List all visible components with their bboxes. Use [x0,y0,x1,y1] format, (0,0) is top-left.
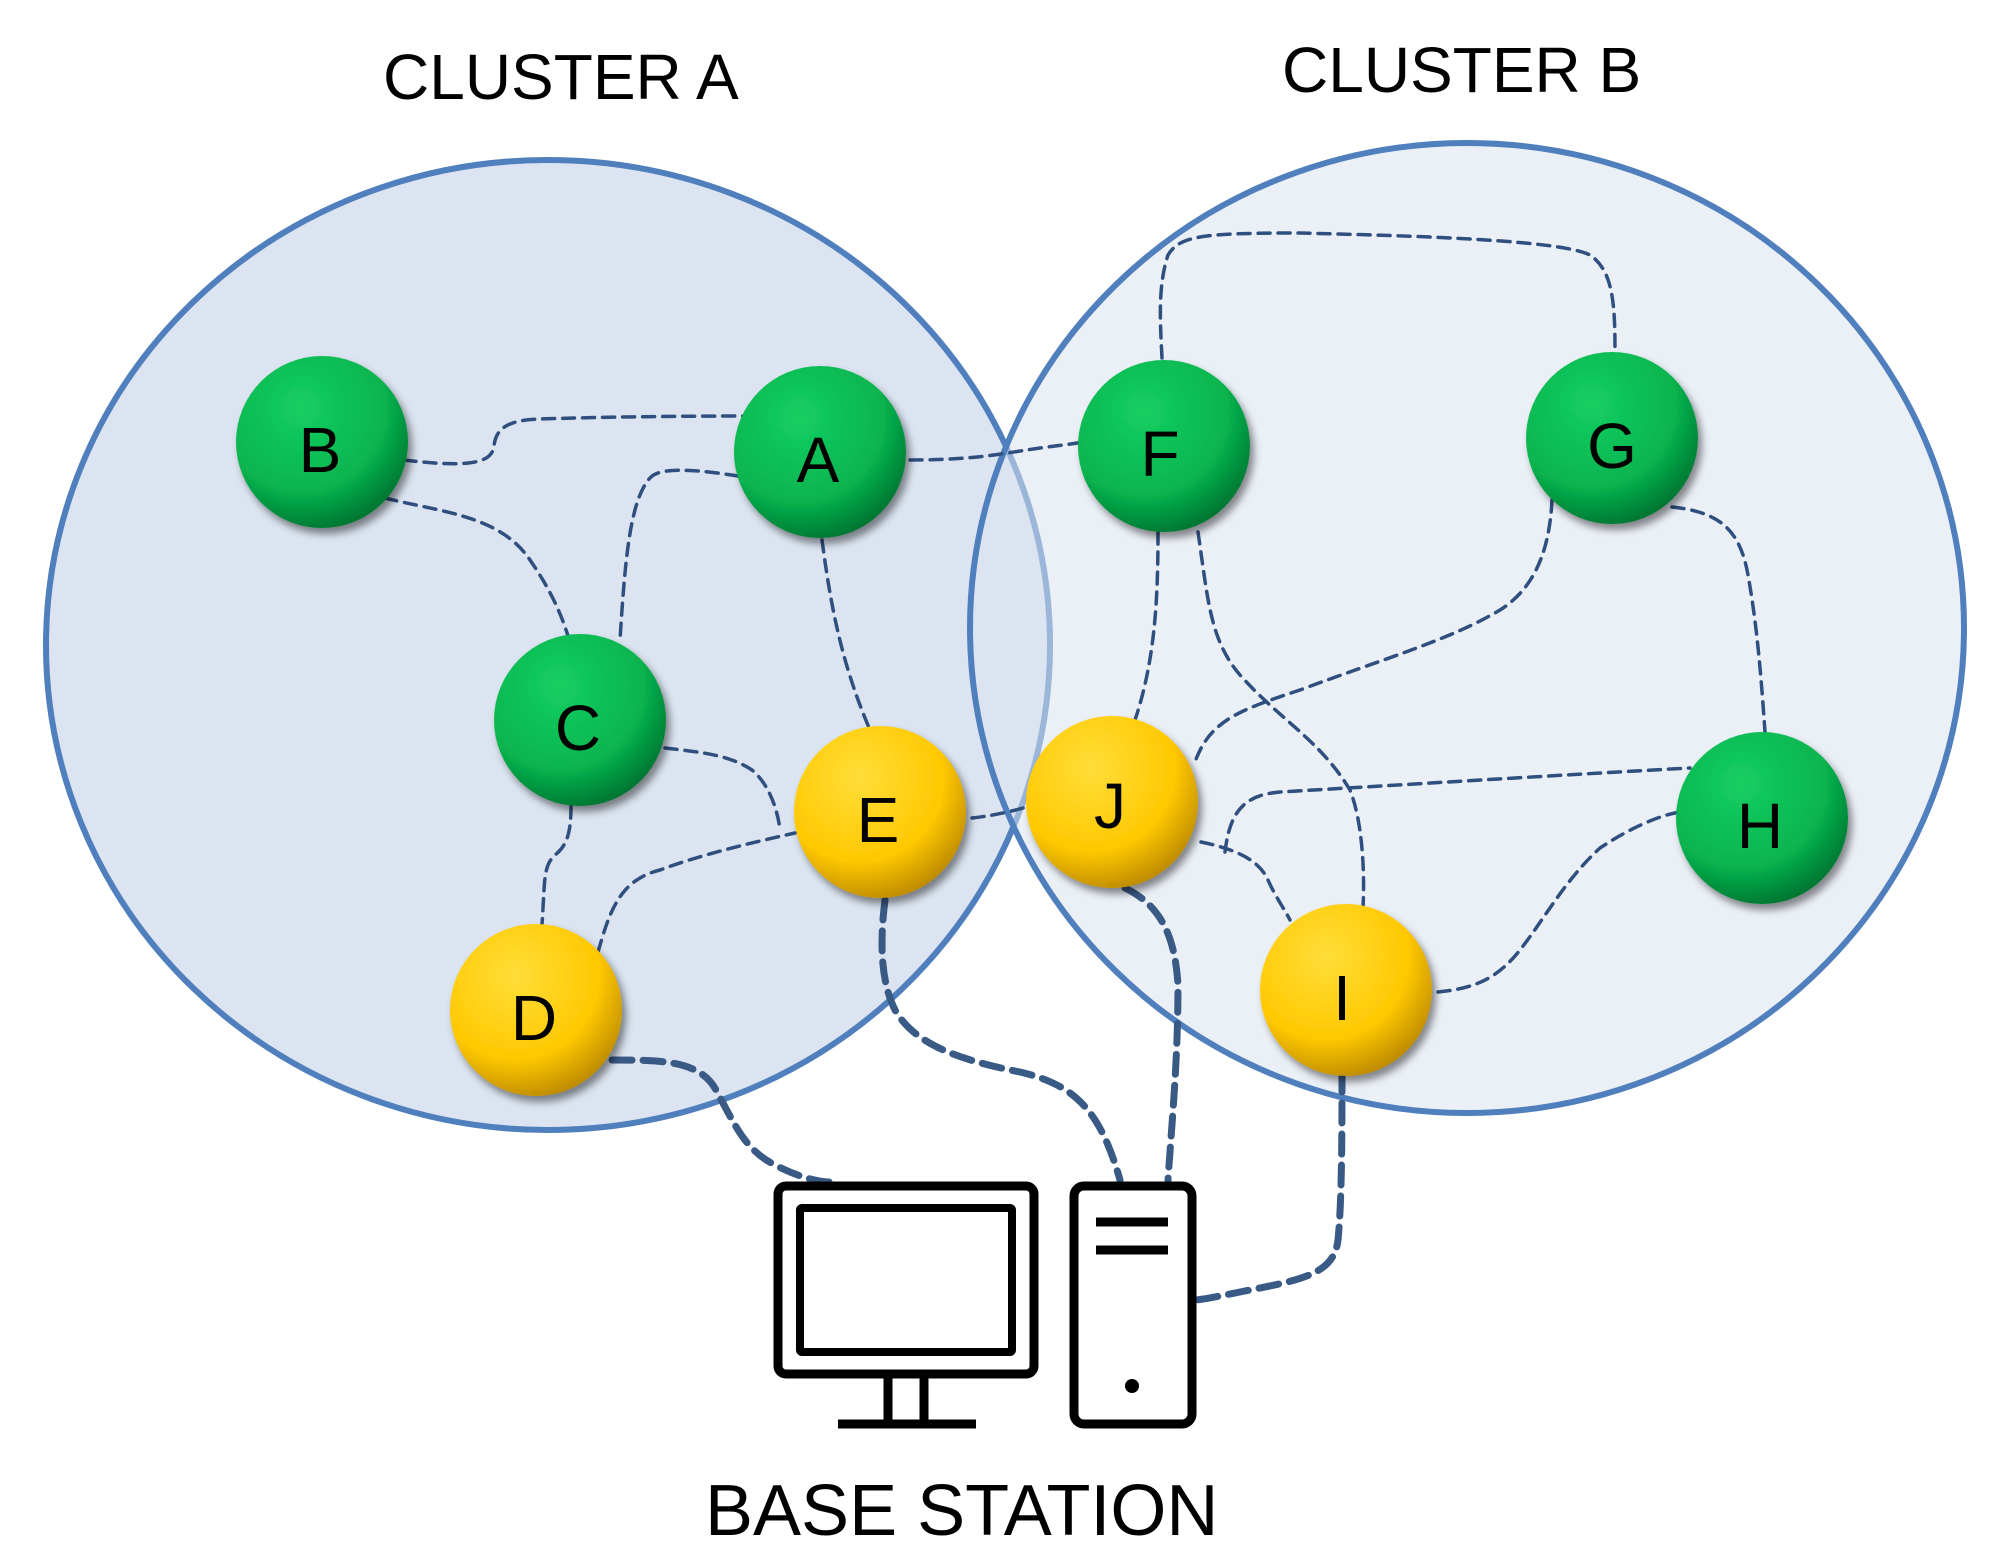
node-e-label: E [857,784,900,856]
link-f-g [1158,231,1617,360]
link-f-i [1196,530,1366,910]
node-a[interactable] [734,366,906,538]
link-f-j [1133,530,1160,722]
monitor-icon [773,1181,1039,1429]
node-f-label: F [1140,418,1179,490]
node-d[interactable] [450,924,622,1096]
base-station-label: BASE STATION [705,1471,1218,1551]
link-d-base-station [608,1056,834,1186]
node-f[interactable] [1078,360,1250,532]
link-a-c [618,468,740,642]
cluster-a-title: CLUSTER A [383,41,739,113]
link-c-d [540,804,573,927]
node-c-label: C [555,692,601,764]
node-j[interactable] [1026,716,1198,888]
link-i-base-station [1192,1068,1346,1304]
link-g-h [1670,505,1767,734]
node-i-label: I [1333,962,1351,1034]
link-j-base-station [1121,884,1182,1184]
nodes-layer: A B C D E F G H I [236,352,1848,1096]
node-i[interactable] [1260,904,1432,1076]
link-b-c [383,496,570,638]
link-g-j [1193,498,1554,764]
base-station-links [608,884,1346,1304]
node-c[interactable] [494,634,666,806]
node-b-label: B [299,414,342,486]
node-g[interactable] [1526,352,1698,524]
node-d-label: D [511,982,557,1054]
link-d-e [596,831,797,954]
node-e[interactable] [794,726,966,898]
computer-tower-icon [1069,1181,1197,1429]
node-a-label: A [797,424,840,496]
link-j-h [1223,766,1692,854]
link-j-i [1199,840,1292,922]
links-layer [383,231,1767,994]
link-i-h [1436,810,1682,994]
node-j-label: J [1094,770,1126,842]
link-e-base-station [878,896,1124,1184]
node-b[interactable] [236,356,408,528]
link-a-e [820,538,872,732]
link-b-a [402,414,750,466]
link-c-e [663,746,782,832]
node-h-label: H [1737,790,1783,862]
cluster-b-title: CLUSTER B [1282,34,1641,106]
node-h[interactable] [1676,732,1848,904]
node-g-label: G [1587,410,1637,482]
